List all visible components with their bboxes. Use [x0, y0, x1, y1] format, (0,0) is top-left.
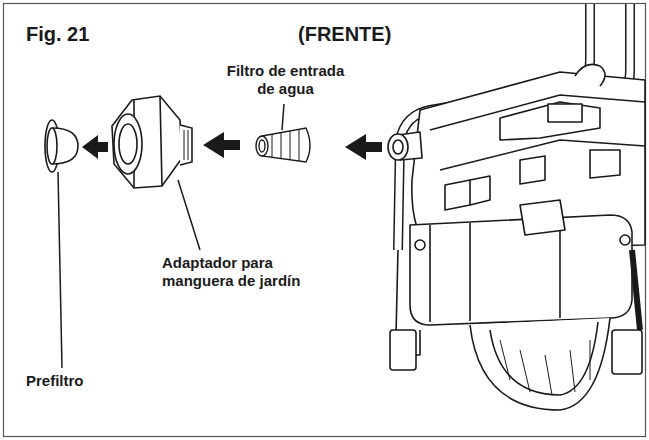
- part-label: Adaptador para manguera de jardín: [162, 254, 327, 290]
- pressure-washer: [388, 4, 645, 410]
- figure-number: Fig. 21: [26, 22, 89, 46]
- part-label: Filtro de entrada de agua: [218, 62, 353, 98]
- leader-lines: [58, 104, 284, 368]
- view-label: (FRENTE): [298, 22, 391, 46]
- prefilter: [45, 120, 78, 172]
- hose-adapter: [112, 96, 192, 188]
- part-label: Prefiltro: [26, 372, 84, 390]
- direction-arrows: [82, 132, 382, 160]
- inlet-filter: [256, 128, 310, 162]
- figure-border: [4, 4, 646, 437]
